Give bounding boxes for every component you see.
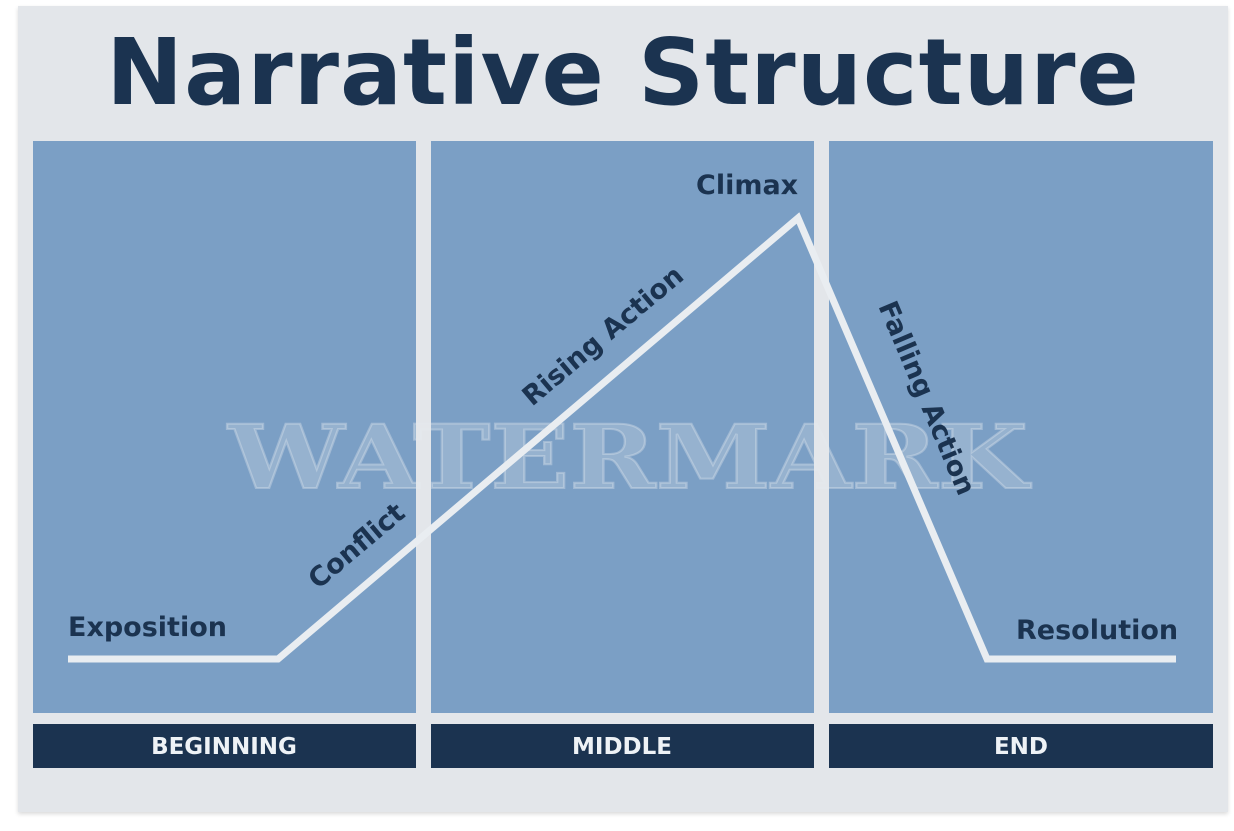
page-title: Narrative Structure: [106, 19, 1140, 126]
section-label-beginning: BEGINNING: [151, 734, 297, 760]
narrative-arc-line: [68, 212, 1176, 663]
watermark: WATERMARK: [227, 405, 1032, 509]
panel-beginning: [33, 141, 416, 713]
stage-label-resolution: Resolution: [1016, 615, 1178, 646]
stage-label-exposition: Exposition: [68, 612, 227, 643]
section-label-end: END: [994, 734, 1048, 760]
footer-bar-end: [829, 724, 1213, 768]
stage-label-climax: Climax: [696, 170, 798, 201]
panel-middle: [431, 141, 814, 713]
footer-bar-middle: [431, 724, 814, 768]
section-label-middle: MIDDLE: [572, 734, 672, 760]
footer-bar-beginning: [33, 724, 416, 768]
panel-end: [829, 141, 1213, 713]
